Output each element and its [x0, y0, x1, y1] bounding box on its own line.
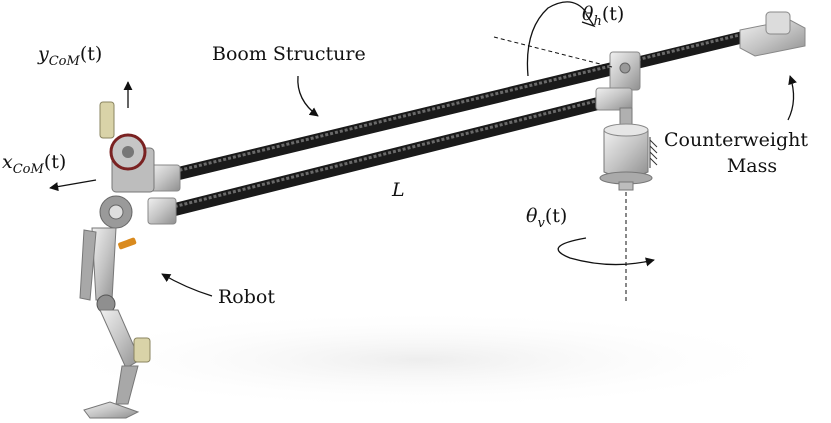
orange-spacer: [118, 237, 137, 250]
theta-h-arc: [526, 1, 587, 77]
theta-v-sub: v: [537, 216, 545, 231]
y-com-arg: (t): [80, 43, 102, 65]
hip-bearing: [108, 204, 124, 220]
horizontal-axis-dashed: [493, 36, 613, 68]
thigh-link-rear: [79, 229, 97, 301]
robot-arrow: [161, 273, 213, 297]
y-com-sub: CoM: [49, 54, 81, 69]
pivot-base-top: [603, 123, 649, 137]
x-com-arrow: [49, 179, 97, 192]
upper-boom-rod-texture: [159, 63, 616, 177]
ankle-actuator: [133, 337, 151, 363]
robot: [79, 101, 181, 419]
floor-shadow: [40, 310, 800, 410]
pivot-base-foot: [618, 181, 634, 191]
y-com-label: yCoM(t): [37, 43, 102, 69]
pivot-lower-block: [595, 87, 633, 111]
theta-v-base: θ: [526, 205, 538, 227]
lower-boom-rod: [158, 96, 607, 219]
theta-h-arg: (t): [602, 3, 624, 25]
counterweight-arrow: [787, 75, 797, 121]
robot-label: Robot: [218, 286, 275, 308]
theta-h-label: θh(t): [582, 3, 624, 29]
theta-v-label: θv(t): [526, 205, 567, 231]
ankle-link: [115, 365, 139, 405]
counterweight-block: [765, 11, 791, 35]
x-com-base: x: [2, 151, 13, 173]
foot: [83, 401, 140, 419]
x-com-label: xCoM(t): [2, 151, 66, 177]
upper-boom-rod: [153, 61, 622, 185]
boom-structure-arrow: [297, 75, 319, 117]
boom-structure: [153, 27, 766, 219]
theta-h-base: θ: [582, 3, 594, 25]
upper-boom-rod-extension-texture: [627, 28, 761, 64]
pivot-mount: [595, 51, 658, 191]
x-com-sub: CoM: [13, 162, 45, 177]
upper-boom-rod-extension: [622, 27, 766, 71]
length-label: L: [391, 179, 405, 201]
counterweight-label-line2: Mass: [727, 155, 777, 177]
lower-rod-clamp: [147, 197, 177, 225]
counterweight-mass: [739, 11, 806, 57]
theta-h-sub: h: [593, 14, 601, 29]
theta-h-arc-head: [581, 13, 596, 28]
pivot-head-bolt: [619, 62, 631, 74]
sensor-mast: [99, 101, 115, 139]
counterweight-label-line1: Counterweight: [664, 129, 808, 151]
motor-hub: [122, 146, 134, 158]
pivot-base-cylinder: [603, 129, 649, 178]
boom-structure-label: Boom Structure: [212, 43, 366, 65]
annotations: [49, 1, 797, 302]
ground-hatch: [649, 137, 658, 168]
theta-v-arg: (t): [545, 205, 567, 227]
x-com-arg: (t): [44, 151, 66, 173]
theta-v-arc: [557, 237, 655, 267]
y-com-base: y: [37, 43, 49, 65]
